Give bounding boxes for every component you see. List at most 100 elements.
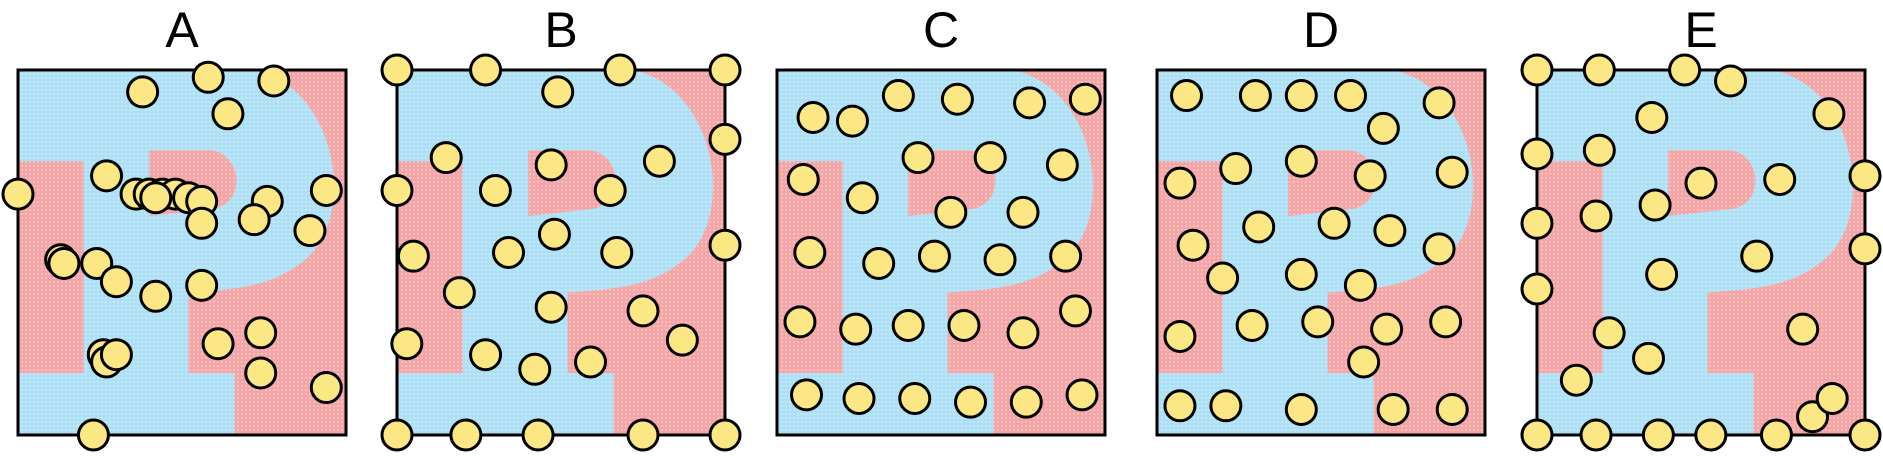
sample-point bbox=[244, 356, 278, 390]
sample-point bbox=[708, 53, 742, 87]
panel-frame bbox=[775, 68, 1107, 437]
sample-point bbox=[1373, 214, 1407, 248]
sample-point bbox=[1694, 418, 1728, 452]
sample-point bbox=[1645, 257, 1679, 291]
sample-point bbox=[309, 371, 343, 405]
panel-c: C bbox=[775, 2, 1107, 437]
sample-point bbox=[1366, 111, 1400, 145]
sample-point bbox=[1520, 53, 1554, 87]
sample-point bbox=[881, 79, 915, 113]
panel-e: E bbox=[1520, 2, 1882, 452]
sample-point bbox=[626, 418, 660, 452]
sample-point bbox=[940, 82, 974, 116]
sample-point bbox=[917, 239, 951, 273]
sample-point bbox=[862, 246, 896, 280]
sample-point bbox=[842, 382, 876, 415]
sample-point bbox=[1013, 86, 1047, 120]
sample-point bbox=[478, 173, 512, 207]
sample-point bbox=[1009, 385, 1043, 419]
sample-point bbox=[1206, 261, 1240, 295]
panel-frame bbox=[1155, 68, 1487, 437]
sample-point bbox=[380, 173, 414, 207]
sample-point bbox=[390, 327, 424, 361]
panel-label: D bbox=[1303, 2, 1339, 58]
sample-point bbox=[1559, 363, 1593, 397]
sample-point bbox=[237, 203, 271, 237]
sample-point bbox=[1632, 341, 1666, 375]
sample-point bbox=[954, 385, 988, 419]
sample-point bbox=[626, 294, 660, 328]
sample-point bbox=[191, 60, 225, 94]
panel-b: B bbox=[380, 2, 742, 452]
sample-point bbox=[796, 100, 830, 134]
sample-point bbox=[1579, 199, 1613, 233]
sample-point bbox=[492, 236, 526, 269]
sample-point bbox=[518, 352, 552, 386]
sample-point bbox=[1163, 389, 1197, 423]
sample-point bbox=[783, 305, 817, 339]
sample-point bbox=[593, 173, 627, 207]
sample-point bbox=[537, 217, 571, 251]
sample-point bbox=[429, 141, 463, 175]
sample-point bbox=[1242, 210, 1276, 244]
sample-point bbox=[1582, 133, 1616, 167]
sample-point bbox=[1176, 228, 1210, 262]
sample-point bbox=[1582, 53, 1616, 87]
panel-label: B bbox=[544, 2, 577, 58]
sample-point bbox=[1058, 294, 1092, 328]
sample-point bbox=[1006, 195, 1040, 229]
sample-point bbox=[99, 265, 133, 299]
sample-point bbox=[1848, 232, 1882, 266]
sample-point bbox=[185, 206, 219, 240]
sample-point bbox=[521, 418, 555, 452]
sample-point bbox=[1848, 418, 1882, 452]
sample-point bbox=[1347, 345, 1381, 379]
sample-point bbox=[1301, 305, 1335, 339]
sample-point bbox=[835, 104, 869, 138]
sample-point bbox=[534, 290, 568, 324]
sample-point bbox=[90, 159, 124, 193]
sample-point bbox=[1422, 86, 1456, 120]
sample-point bbox=[1170, 79, 1204, 113]
sample-point bbox=[1520, 418, 1554, 452]
sample-point bbox=[396, 239, 430, 273]
sample-point bbox=[947, 309, 981, 342]
sample-point bbox=[1, 177, 35, 211]
sample-point bbox=[708, 228, 742, 262]
sample-point bbox=[380, 418, 414, 452]
sample-point bbox=[1065, 378, 1099, 412]
sample-point bbox=[1334, 79, 1368, 113]
sample-point bbox=[1668, 53, 1702, 87]
sample-point bbox=[845, 181, 879, 215]
panel-label: E bbox=[1684, 2, 1717, 58]
sample-point bbox=[1592, 316, 1626, 350]
sample-point bbox=[99, 338, 133, 372]
panel-frame bbox=[16, 68, 348, 437]
sample-point bbox=[1284, 144, 1318, 178]
sample-point bbox=[1520, 206, 1554, 240]
sample-point bbox=[708, 122, 742, 156]
sample-point bbox=[449, 418, 483, 452]
region-map bbox=[397, 70, 725, 435]
sample-point bbox=[1684, 166, 1718, 200]
sample-point bbox=[1343, 268, 1377, 302]
sample-point bbox=[1376, 392, 1410, 426]
sample-point bbox=[1579, 418, 1613, 452]
sample-point bbox=[1370, 312, 1404, 346]
sample-point bbox=[211, 97, 245, 131]
texture-overlay bbox=[397, 70, 725, 435]
sample-point bbox=[309, 173, 343, 207]
sample-point bbox=[1812, 97, 1846, 131]
sample-point bbox=[1759, 418, 1793, 452]
sample-point bbox=[708, 418, 742, 452]
sample-point bbox=[257, 64, 291, 98]
sample-point bbox=[76, 418, 110, 452]
panel-a: A bbox=[1, 2, 348, 452]
sample-point bbox=[898, 382, 932, 415]
sample-point bbox=[1435, 392, 1469, 426]
sample-point bbox=[973, 141, 1007, 175]
sample-point bbox=[139, 181, 173, 215]
panel-d: D bbox=[1155, 2, 1487, 437]
sample-point bbox=[201, 327, 235, 361]
